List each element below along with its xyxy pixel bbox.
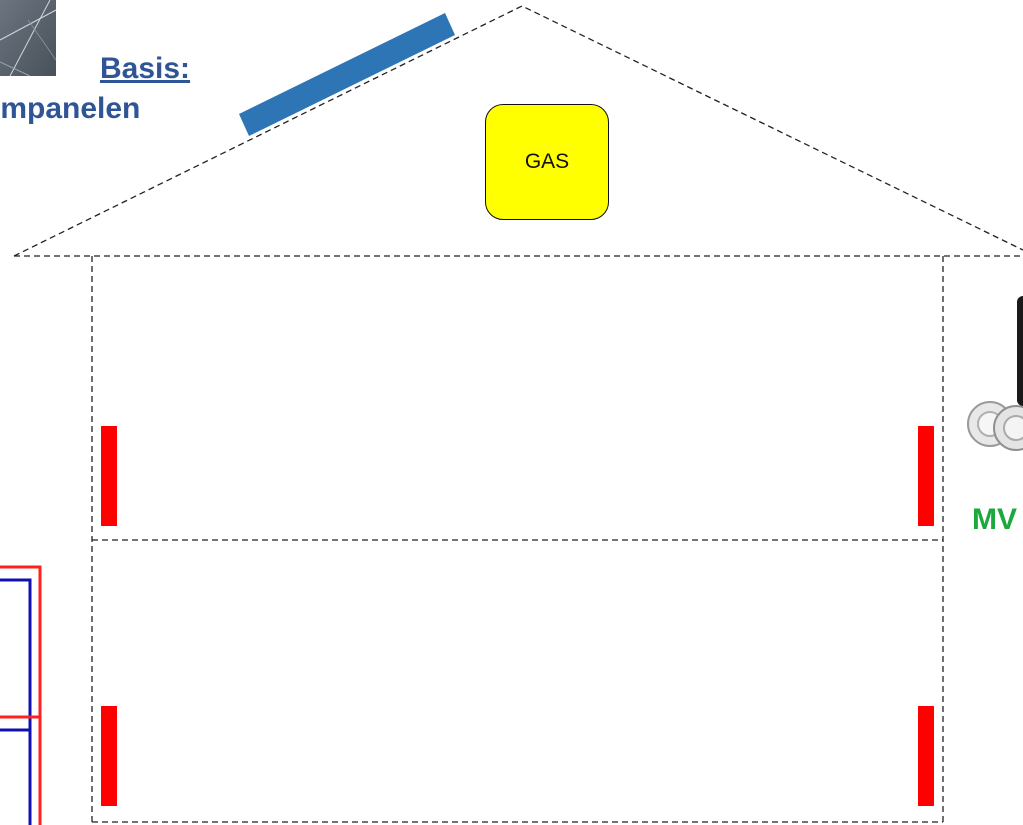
solar-panel-bar (239, 13, 455, 136)
radiator-lower-left (101, 706, 117, 806)
ventilation-unit-icon (967, 296, 1023, 451)
solar-panel-photo-icon (0, 0, 57, 77)
gas-boiler-box: GAS (485, 104, 609, 220)
radiator-lower-right (918, 706, 934, 806)
radiator-upper-right (918, 426, 934, 526)
mechanical-ventilation-label: MV (972, 503, 1017, 536)
heating-pipes (0, 565, 42, 825)
solar-panels-label: ompanelen (0, 92, 141, 125)
radiator-upper-left (101, 426, 117, 526)
basis-heading: Basis: (100, 52, 191, 85)
